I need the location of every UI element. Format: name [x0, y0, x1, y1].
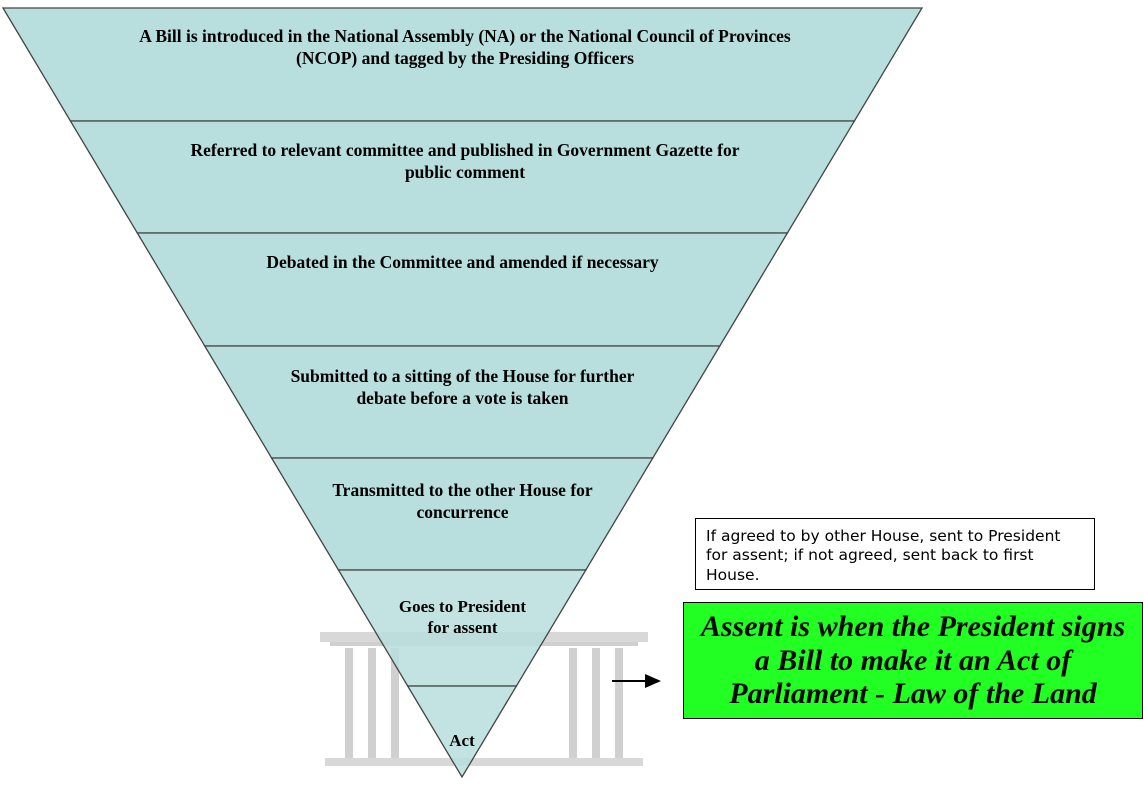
funnel-stage-3	[136, 232, 789, 347]
funnel-stage-label-1: A Bill is introduced in the National Ass…	[139, 26, 791, 68]
funnel-stage-label-7: Act	[449, 731, 475, 750]
right-arrow-icon	[612, 674, 661, 688]
funnel-stage-label-6: Goes to President for assent	[398, 597, 527, 638]
funnel-stage-label-2: Referred to relevant committee and publi…	[190, 140, 740, 182]
funnel-stage-label-5: Transmitted to the other House for concu…	[332, 480, 593, 522]
assent-definition-box: Assent is when the President signs a Bil…	[683, 602, 1143, 719]
funnel-stage-label-3: Debated in the Committee and amended if …	[266, 252, 659, 272]
concurrence-note: If agreed to by other House, sent to Pre…	[695, 518, 1095, 590]
concurrence-note-text: If agreed to by other House, sent to Pre…	[706, 527, 1061, 584]
funnel-stage-label-4: Submitted to a sitting of the House for …	[290, 366, 635, 408]
funnel-stage-7	[406, 685, 518, 779]
assent-definition-text: Assent is when the President signs a Bil…	[700, 610, 1126, 711]
